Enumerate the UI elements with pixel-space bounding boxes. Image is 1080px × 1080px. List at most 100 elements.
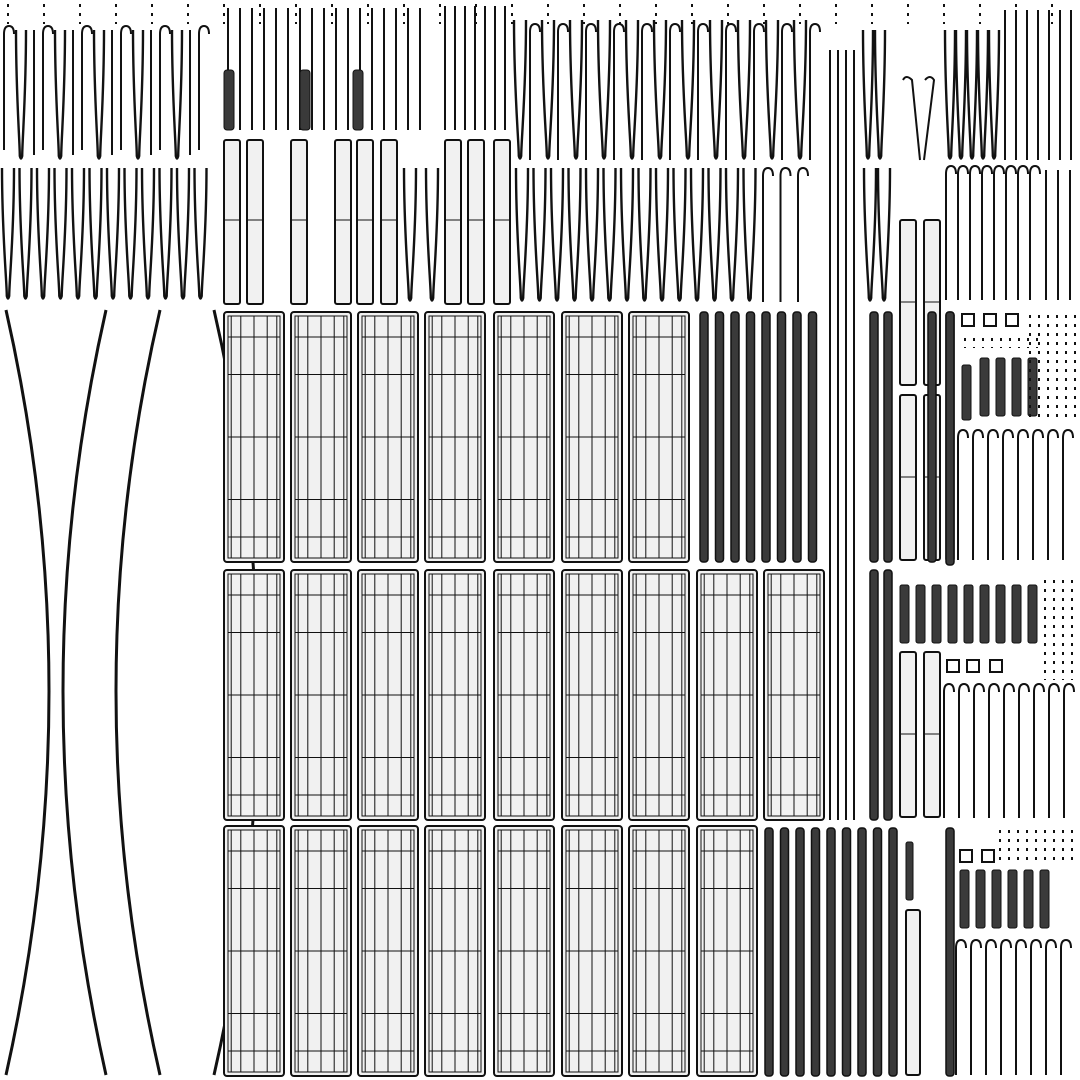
grid-panel <box>223 311 285 563</box>
tall-capsule <box>444 139 462 305</box>
small-dark-capsule <box>1027 584 1038 644</box>
tall-capsule <box>223 139 241 305</box>
hairpin-strip <box>624 19 640 160</box>
small-square <box>983 313 997 327</box>
grid-panel <box>357 825 419 1077</box>
hairpin-strip-tall <box>532 167 547 302</box>
hook-strip-small <box>1003 682 1015 818</box>
hairpin-strip <box>965 29 979 160</box>
grid-panel <box>696 825 758 1077</box>
hairpin-strip <box>861 29 875 160</box>
hairpin-strip <box>680 19 696 160</box>
hook-strip-small <box>955 938 967 1075</box>
dark-bar <box>857 827 867 1077</box>
hook-strip-small <box>1030 938 1042 1075</box>
small-square <box>946 659 960 673</box>
grid-panel <box>628 569 690 821</box>
small-dark-capsule <box>995 357 1006 417</box>
hairpin-strip-tall <box>18 167 33 300</box>
hook-strip-small <box>1002 428 1014 560</box>
hairpin-strip-tall <box>175 167 191 300</box>
hairpin-strip-tall <box>549 167 565 302</box>
hook-strip-small <box>957 428 969 560</box>
dark-bar <box>883 311 893 563</box>
hairpin-strip-tall <box>0 167 16 300</box>
grid-panel <box>424 569 486 821</box>
hook-strip <box>969 164 981 300</box>
grid-panel <box>493 825 555 1077</box>
grid-panel <box>290 825 352 1077</box>
hook-strip-small <box>1018 682 1030 818</box>
small-square <box>989 659 1003 673</box>
small-dark-capsule <box>1023 869 1034 929</box>
hairpin-strip <box>596 19 612 160</box>
dark-bar <box>888 827 898 1077</box>
hook-strip <box>198 24 210 150</box>
hairpin-strip <box>512 19 528 160</box>
hook-strip-small <box>1048 682 1060 818</box>
hairpin-strip <box>943 29 957 160</box>
hairpin-strip-tall <box>424 167 440 302</box>
hairpin-strip-tall <box>53 167 68 300</box>
dark-bar <box>730 311 740 563</box>
tall-capsule <box>380 139 398 305</box>
grid-panel <box>628 311 690 563</box>
grid-panel <box>628 825 690 1077</box>
small-dark-capsule <box>979 584 990 644</box>
hairpin-strip-tall <box>742 167 757 302</box>
hairpin-strip <box>976 29 990 160</box>
dark-bar <box>779 827 790 1077</box>
hook-strip <box>81 24 93 150</box>
hairpin-strip-tall <box>724 167 740 302</box>
hook-strip <box>159 24 171 150</box>
grid-panel <box>290 311 352 563</box>
small-dark-capsule <box>959 869 970 929</box>
small-dark-capsule <box>905 841 914 901</box>
dark-bar <box>872 827 883 1077</box>
hook-strip-small <box>1000 938 1012 1075</box>
hook-strip <box>42 24 54 150</box>
grid-panel-group <box>223 311 825 1077</box>
hook-strip-small <box>1017 428 1029 560</box>
hook-strip <box>1029 164 1041 300</box>
hairpin-strip-tall <box>637 167 652 302</box>
hairpin-strip <box>764 19 780 160</box>
dark-bar <box>869 569 879 821</box>
hairpin-strip-tall <box>88 167 103 300</box>
grid-panel <box>561 569 623 821</box>
hairpin-strip <box>131 29 145 160</box>
hairpin-strip-tall <box>193 167 208 300</box>
small-square <box>1005 313 1019 327</box>
hairpin-strip-tall <box>876 167 892 302</box>
hairpin-strip <box>736 19 752 160</box>
dark-bar <box>810 827 821 1077</box>
dark-bar <box>826 827 836 1077</box>
hook-strip-small <box>1015 938 1027 1075</box>
small-dark-capsule <box>1007 869 1018 929</box>
small-dark-capsule <box>1027 357 1038 417</box>
hook-strip-small <box>1062 428 1074 560</box>
lens-curve-group <box>4 309 260 1076</box>
hook-strip-small <box>943 682 955 818</box>
dark-bar <box>927 311 937 563</box>
hook-strip <box>725 22 737 160</box>
small-dark-capsule <box>899 584 910 644</box>
grid-panel <box>424 311 486 563</box>
grid-panel <box>493 311 555 563</box>
small-dark-capsule <box>961 364 972 421</box>
grid-panel <box>357 311 419 563</box>
hook-strip-small <box>1063 682 1075 818</box>
grid-panel <box>290 569 352 821</box>
hook-strip <box>957 164 969 300</box>
small-dark-capsule <box>1011 584 1022 644</box>
dark-capsule <box>223 69 235 131</box>
dark-bar <box>745 311 756 563</box>
hairpin-strip-tall <box>672 167 687 302</box>
dark-bar <box>776 311 787 563</box>
hook-strip <box>613 22 625 160</box>
hook-strip-small <box>1032 428 1044 560</box>
tall-capsule <box>905 909 921 1076</box>
hairpin-strip-tall <box>35 167 51 300</box>
hook-strip <box>557 22 569 160</box>
tall-capsule <box>334 139 352 305</box>
